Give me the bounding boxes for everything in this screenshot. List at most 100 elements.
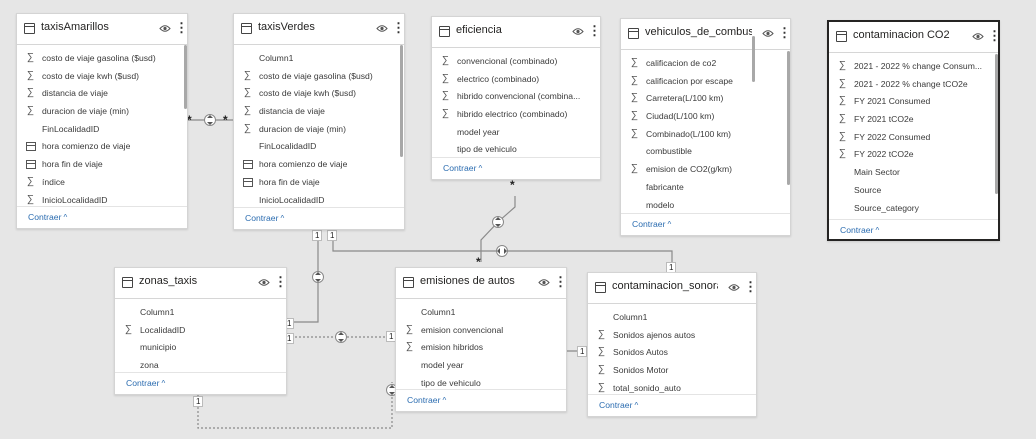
field-row[interactable]: Column1 xyxy=(396,304,566,322)
field-row[interactable]: ∑2021 - 2022 % change tCO2e xyxy=(829,76,998,94)
collapse-link[interactable]: Contraer^ xyxy=(245,213,284,223)
table-header[interactable]: contaminacion CO2⋮ xyxy=(829,22,1001,52)
field-row[interactable]: ∑distancia de viaje xyxy=(17,85,187,103)
field-row[interactable]: ∑FY 2022 tCO2e xyxy=(829,146,998,164)
field-row[interactable]: fabricante xyxy=(621,179,790,197)
field-row[interactable]: ∑FY 2021 tCO2e xyxy=(829,111,998,129)
field-row[interactable]: ∑FY 2022 Consumed xyxy=(829,129,998,147)
scrollbar[interactable] xyxy=(400,45,403,157)
more-options-icon[interactable]: ⋮ xyxy=(778,25,791,40)
field-row[interactable]: ∑hibrido convencional (combina... xyxy=(432,88,600,106)
collapse-link[interactable]: Contraer^ xyxy=(126,378,165,388)
field-row[interactable]: ∑costo de viaje gasolina ($usd) xyxy=(17,50,187,68)
field-row[interactable]: ∑Sonidos ajenos autos xyxy=(588,327,756,345)
table-header[interactable]: eficiencia⋮ xyxy=(432,17,601,47)
table-card-contaminacionCO2[interactable]: contaminacion CO2⋮ ∑2021 - 2022 % change … xyxy=(827,20,1001,241)
eye-icon[interactable] xyxy=(376,24,388,33)
collapse-link[interactable]: Contraer^ xyxy=(840,225,879,235)
field-row[interactable]: zona xyxy=(115,357,286,375)
scrollbar[interactable] xyxy=(787,51,790,185)
table-card-sonora[interactable]: contaminacion_sonora⋮ Column1∑Sonidos aje… xyxy=(587,36,757,417)
more-options-icon[interactable]: ⋮ xyxy=(988,28,1001,43)
field-row[interactable]: ∑Combinado(L/100 km) xyxy=(621,126,790,144)
field-row[interactable]: tipo de vehiculo xyxy=(396,375,566,393)
field-row[interactable]: ∑Sonidos Motor xyxy=(588,362,756,380)
table-header[interactable]: taxisAmarillos⋮ xyxy=(17,14,188,44)
field-row[interactable]: ∑distancia de viaje xyxy=(234,103,404,121)
table-header[interactable]: emisiones de autos⋮ xyxy=(396,268,567,298)
eye-icon[interactable] xyxy=(159,24,171,33)
field-row[interactable]: hora comienzo de viaje xyxy=(234,156,404,174)
table-header[interactable]: taxisVerdes⋮ xyxy=(234,14,405,44)
eye-icon[interactable] xyxy=(762,29,774,38)
scrollbar[interactable] xyxy=(184,45,187,109)
table-card-emisiones[interactable]: emisiones de autos⋮ Column1∑emision conve… xyxy=(395,267,567,412)
collapse-link[interactable]: Contraer^ xyxy=(599,400,638,410)
field-row[interactable]: ∑2021 - 2022 % change Consum... xyxy=(829,58,998,76)
field-row[interactable]: Source xyxy=(829,182,998,200)
field-row[interactable]: FinLocalidadID xyxy=(17,121,187,139)
field-row[interactable]: ∑costo de viaje kwh ($usd) xyxy=(17,68,187,86)
more-options-icon[interactable]: ⋮ xyxy=(175,20,188,35)
field-row[interactable]: Source_category xyxy=(829,200,998,218)
table-header[interactable]: zonas_taxis⋮ xyxy=(115,268,287,298)
table-header[interactable]: vehiculos_de_combus...⋮ xyxy=(621,19,791,49)
field-row[interactable]: ∑Sonidos Autos xyxy=(588,344,756,362)
field-row[interactable]: ∑emision convencional xyxy=(396,322,566,340)
field-row[interactable]: Column1 xyxy=(115,304,286,322)
eye-icon[interactable] xyxy=(572,27,584,36)
collapse-link[interactable]: Contraer^ xyxy=(443,163,482,173)
more-options-icon[interactable]: ⋮ xyxy=(392,20,405,35)
field-row[interactable]: Column1 xyxy=(588,309,756,327)
collapse-link[interactable]: Contraer^ xyxy=(632,219,671,229)
field-row[interactable]: model year xyxy=(396,357,566,375)
field-row[interactable]: modelo xyxy=(621,197,790,215)
field-row[interactable]: ∑calificacion de co2 xyxy=(621,55,790,73)
scrollbar[interactable] xyxy=(995,54,998,194)
eye-icon[interactable] xyxy=(972,32,984,41)
more-options-icon[interactable]: ⋮ xyxy=(274,274,287,289)
field-row[interactable]: ∑costo de viaje kwh ($usd) xyxy=(234,85,404,103)
field-row[interactable]: InicioLocalidadID xyxy=(234,192,404,210)
field-row[interactable]: municipio xyxy=(115,339,286,357)
field-row[interactable]: hora fin de viaje xyxy=(234,174,404,192)
collapse-link[interactable]: Contraer^ xyxy=(28,212,67,222)
field-row[interactable]: ∑Ciudad(L/100 km) xyxy=(621,108,790,126)
field-row[interactable]: model year xyxy=(432,124,600,142)
table-card-taxisVerdes[interactable]: taxisVerdes⋮Column1∑costo de viaje gasol… xyxy=(233,13,405,230)
field-row[interactable]: hora comienzo de viaje xyxy=(17,138,187,156)
table-card-taxisAmarillos[interactable]: taxisAmarillos⋮ ∑costo de viaje gasolina … xyxy=(16,13,188,229)
table-card-vehiculos[interactable]: vehiculos_de_combus...⋮ ∑calificacion de … xyxy=(620,18,791,236)
field-row[interactable]: ∑costo de viaje gasolina ($usd) xyxy=(234,68,404,86)
field-row[interactable]: ∑InicioLocalidadID xyxy=(17,192,187,210)
table-card-eficiencia[interactable]: eficiencia⋮ ∑convencional (combinado)∑ele… xyxy=(431,16,601,180)
collapse-link[interactable]: Contraer^ xyxy=(407,395,446,405)
field-row[interactable]: ∑duracion de viaje (min) xyxy=(17,103,187,121)
field-row[interactable]: ∑calificacion por escape xyxy=(621,73,790,91)
more-options-icon[interactable]: ⋮ xyxy=(554,274,567,289)
field-row[interactable]: ∑total_sonido_auto xyxy=(588,380,756,398)
eye-icon[interactable] xyxy=(728,283,740,292)
scrollbar[interactable] xyxy=(752,36,755,82)
more-options-icon[interactable]: ⋮ xyxy=(744,279,757,294)
field-row[interactable]: ∑índice xyxy=(17,174,187,192)
field-row[interactable]: ∑electrico (combinado) xyxy=(432,71,600,89)
table-header[interactable]: contaminacion_sonora⋮ xyxy=(588,273,757,303)
field-row[interactable]: ∑FY 2021 Consumed xyxy=(829,93,998,111)
field-row[interactable]: FinLocalidadID xyxy=(234,138,404,156)
field-row[interactable]: ∑emision de CO2(g/km) xyxy=(621,161,790,179)
field-row[interactable]: tipo de vehiculo xyxy=(432,141,600,159)
field-row[interactable]: ∑Carretera(L/100 km) xyxy=(621,90,790,108)
field-row[interactable]: ∑emision hibridos xyxy=(396,339,566,357)
eye-icon[interactable] xyxy=(258,278,270,287)
field-row[interactable]: hora fin de viaje xyxy=(17,156,187,174)
field-row[interactable]: ∑duracion de viaje (min) xyxy=(234,121,404,139)
field-row[interactable]: Main Sector xyxy=(829,164,998,182)
field-row[interactable]: ∑convencional (combinado) xyxy=(432,53,600,71)
more-options-icon[interactable]: ⋮ xyxy=(588,23,601,38)
field-row[interactable]: ∑LocalidadID xyxy=(115,322,286,340)
field-row[interactable]: ∑hibrido electrico (combinado) xyxy=(432,106,600,124)
field-row[interactable]: combustible xyxy=(621,143,790,161)
